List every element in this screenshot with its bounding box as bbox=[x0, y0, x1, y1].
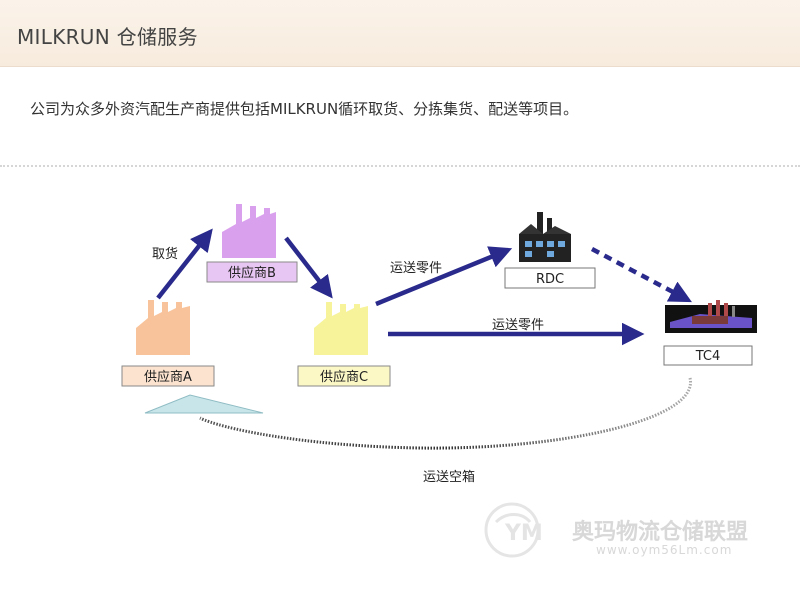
supplier-c-factory-icon bbox=[314, 302, 368, 355]
page-header: MILKRUN 仓储服务 bbox=[0, 0, 800, 67]
watermark-logo: YM bbox=[484, 502, 543, 558]
supplier-c-label: 供应商C bbox=[320, 369, 368, 385]
rdc-warehouse-icon bbox=[519, 212, 571, 262]
svg-text:YM: YM bbox=[504, 521, 543, 546]
arrow-b-to-c bbox=[284, 236, 333, 299]
supplier-b-factory-icon bbox=[222, 204, 276, 258]
dotted-divider bbox=[0, 165, 800, 167]
rdc-label-box bbox=[504, 267, 596, 289]
supplier-b-label-box bbox=[206, 261, 298, 283]
supplier-b-label: 供应商B bbox=[228, 265, 276, 281]
supplier-a-factory-icon bbox=[136, 300, 190, 355]
rdc-label: RDC bbox=[536, 272, 564, 287]
supplier-a-label-box bbox=[121, 365, 215, 387]
tc4-plant-icon bbox=[665, 300, 757, 333]
edge-label-deliver-tc4: 运送零件 bbox=[492, 318, 544, 333]
watermark-brand: 奥玛物流仓储联盟 bbox=[572, 520, 749, 545]
edge-label-pickup: 取货 bbox=[152, 246, 178, 262]
intro-text: 公司为众多外资汽配生产商提供包括MILKRUN循环取货、分拣集货、配送等项目。 bbox=[30, 100, 579, 118]
dashed-arrow-rdc-to-tc4 bbox=[590, 247, 692, 303]
supplier-c-label-box bbox=[297, 365, 391, 387]
edge-label-return-boxes: 运送空箱 bbox=[423, 469, 475, 485]
return-arrowhead-triangle bbox=[144, 394, 264, 414]
page-title: MILKRUN 仓储服务 bbox=[17, 25, 198, 49]
tc4-label-box bbox=[663, 345, 753, 366]
return-empty-boxes-curve bbox=[199, 377, 692, 450]
arrow-c-to-rdc bbox=[375, 246, 513, 307]
edge-label-deliver-rdc: 运送零件 bbox=[390, 261, 442, 276]
supplier-a-label: 供应商A bbox=[144, 369, 192, 385]
tc4-label: TC4 bbox=[695, 349, 721, 364]
arrow-a-to-b bbox=[156, 228, 213, 300]
watermark-url: www.oym56Lm.com bbox=[596, 543, 733, 557]
